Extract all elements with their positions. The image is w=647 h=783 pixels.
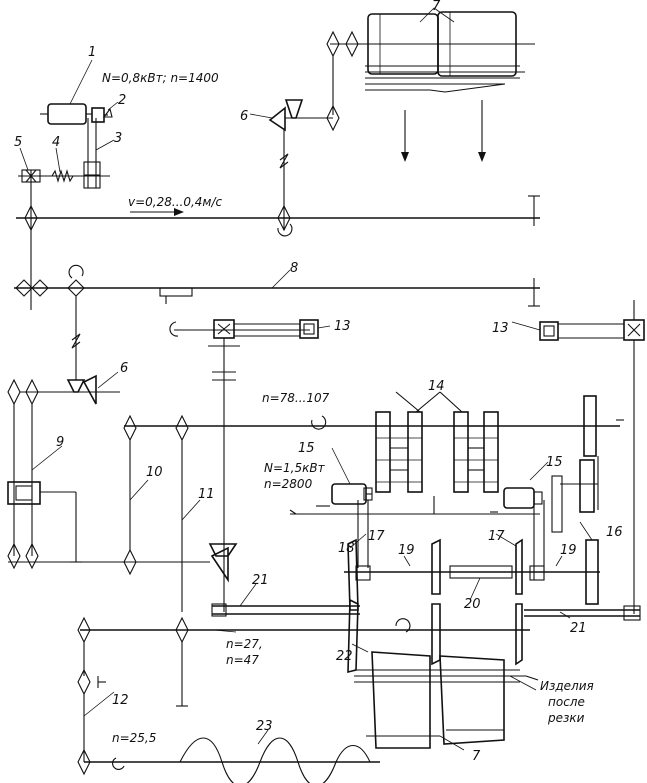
screw-rpm: n=25,5 [112,731,156,745]
cut-products-line1: Изделия [540,679,594,693]
label-8: 8 [290,261,298,276]
label-21-left: 21 [252,573,269,588]
label-22: 22 [336,649,353,664]
label-4: 4 [52,135,60,150]
parameter-annotations: N=0,8кВт; n=1400 v=0,28...0,4м/с n=78...… [102,71,594,745]
chain-drive-9 [7,378,210,570]
chain-drives-10-11 [123,414,238,612]
label-7-bottom: 7 [472,749,481,764]
label-17-right: 17 [488,529,505,544]
connecting-shafts-21 [211,603,641,621]
leader-14-left [395,391,421,413]
crank-linkage-left [169,319,319,560]
label-13-right: 13 [492,321,509,336]
upper-conveyor-shafts [14,195,540,307]
label-15-right: 15 [546,455,563,470]
label-6-bottom: 6 [120,361,128,376]
lower-knife-discs-22 [347,598,523,674]
part-number-labels: 1 2 3 4 5 6 6 7 7 8 9 10 11 12 13 13 14 … [14,0,623,764]
motor1-spec: N=0,8кВт; n=1400 [102,71,219,85]
leader-14-center [415,391,441,413]
label-5: 5 [14,135,22,150]
label-6-top: 6 [240,109,248,124]
label-12: 12 [112,693,129,708]
motor15-power: N=1,5кВт [264,461,326,475]
label-14: 14 [428,379,445,394]
shaft-rpm-27: n=27, [226,637,263,651]
leader-lines [19,7,593,751]
lower-bevel-gear-pair [20,296,120,405]
label-10: 10 [146,465,163,480]
label-13-left: 13 [334,319,351,334]
motor-15-left [289,483,540,581]
label-16: 16 [606,525,623,540]
motor15-rpm: n=2800 [264,477,313,491]
cutter-head-14-right [453,411,499,493]
product-after-cutting [354,651,539,749]
label-15-left: 15 [298,441,315,456]
conveyor-speed: v=0,28...0,4м/с [128,195,222,209]
label-20: 20 [464,597,481,612]
main-shaft-rpm: n=78...107 [262,391,330,405]
leader-14-right [439,391,463,413]
label-17-left: 17 [368,529,385,544]
drive-motor-group [18,103,113,310]
label-19-right: 19 [560,543,577,558]
label-2: 2 [118,93,126,108]
motor-15-right [503,475,563,581]
upper-bevel-gear-pair [268,99,340,237]
label-23: 23 [256,719,273,734]
cut-products-line2: после [548,695,585,709]
label-1: 1 [88,45,96,60]
label-3: 3 [114,131,122,146]
cut-products-line3: резки [547,711,585,725]
screw-conveyor-23 [77,737,380,783]
label-18: 18 [338,541,355,556]
label-21-right: 21 [570,621,587,636]
cutter-head-14-left [375,411,423,493]
label-11: 11 [198,487,215,502]
label-19-left: 19 [398,543,415,558]
main-cutter-shaft [124,395,624,513]
label-9: 9 [56,435,64,450]
top-feed-roller-assembly [326,11,535,162]
label-7-top: 7 [432,0,441,14]
shaft-rpm-47: n=47 [226,653,259,667]
crank-linkage-right [539,300,645,614]
